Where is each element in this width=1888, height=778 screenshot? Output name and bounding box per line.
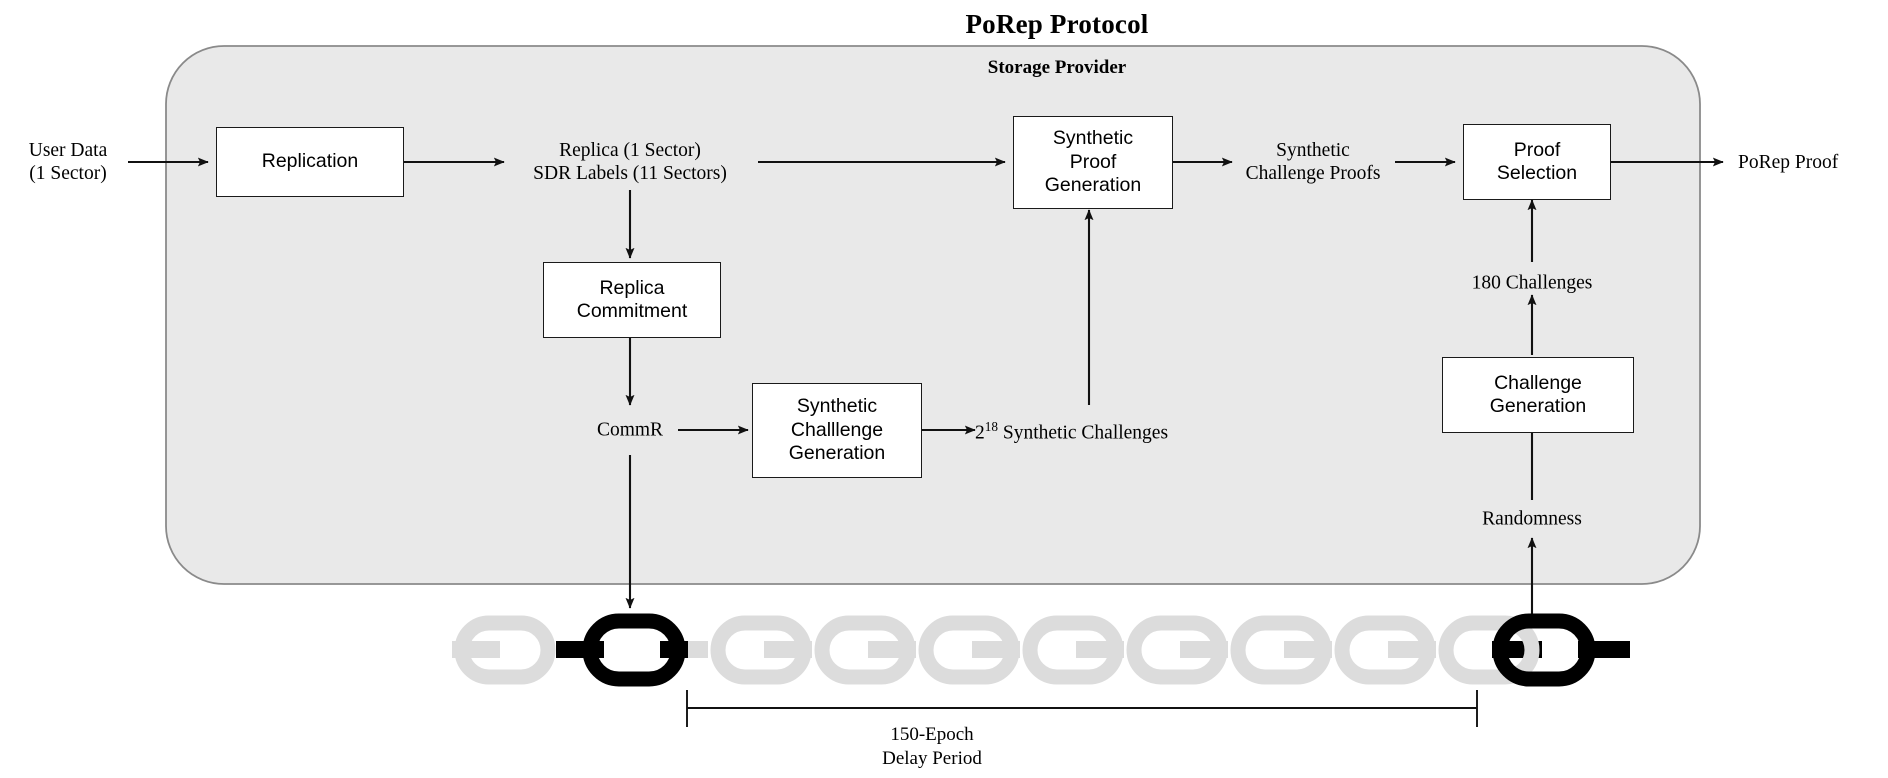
challenges-exponent: 18 [984,419,998,434]
flow-label-commr: CommR [596,419,664,441]
synth-proof-gen-line-2: Proof [1069,150,1117,173]
page-title: PoRep Protocol [965,9,1149,39]
process-box-proof-selection[interactable]: Proof Selection [1463,124,1611,200]
challenge-generation-line-1: Challenge [1494,371,1582,394]
synth-proof-gen-line-1: Synthetic [1052,127,1134,150]
input-user-data: User Data (1 Sector) [0,139,143,185]
storage-provider-label: Storage Provider [987,57,1127,78]
flow-label-replica-sdr: Replica (1 Sector) SDR Labels (11 Sector… [500,139,760,185]
synth-chal-gen-line-3: Generation [788,442,886,465]
process-box-replica-commitment[interactable]: Replica Commitment [543,262,721,338]
delay-line-1: 150-Epoch [890,724,974,745]
replica-line-2: SDR Labels (11 Sectors) [533,163,727,184]
synth-chal-proofs-line-1: Synthetic [1276,140,1350,161]
flow-label-180-challenges: 180 Challenges [1471,272,1593,294]
challenges-base: 2 [975,422,985,444]
replica-line-1: Replica (1 Sector) [559,140,701,161]
storage-provider-container [165,45,1701,585]
flow-label-randomness: Randomness [1482,508,1582,530]
blockchain-chain [452,613,1630,687]
replica-commitment-line-1: Replica [599,276,665,299]
process-box-replication[interactable]: Replication [216,127,404,197]
flow-label-synthetic-challenges-count: 218 Synthetic Challenges [975,419,1168,445]
proof-selection-line-1: Proof [1513,138,1561,161]
synth-chal-gen-line-2: Challlenge [790,418,884,441]
flow-label-synthetic-challenge-proofs: Synthetic Challenge Proofs [1188,139,1438,185]
delay-period-bracket [686,690,1478,727]
proof-selection-line-2: Selection [1496,162,1578,184]
process-box-synthetic-challenge-generation[interactable]: Synthetic Challlenge Generation [752,383,922,478]
replication-label: Replication [261,150,359,173]
output-porep-proof: PoRep Proof [1738,152,1839,173]
synth-chal-gen-line-1: Synthetic [796,395,878,418]
synth-chal-proofs-line-2: Challenge Proofs [1245,163,1381,184]
delay-period-caption: 150-Epoch Delay Period [782,723,1082,771]
chain-link-highlight-end [1492,613,1596,687]
replica-commitment-line-2: Commitment [576,300,688,322]
user-data-line-2: (1 Sector) [29,163,107,184]
synth-proof-gen-line-3: Generation [1044,174,1142,197]
chain-link-highlight-start [582,613,686,687]
challenges-rest: Synthetic Challenges [998,422,1169,444]
challenge-generation-line-2: Generation [1489,395,1587,417]
process-box-synthetic-proof-generation[interactable]: Synthetic Proof Generation [1013,116,1173,209]
user-data-line-1: User Data [28,140,108,161]
delay-line-2: Delay Period [882,747,982,769]
process-box-challenge-generation[interactable]: Challenge Generation [1442,357,1634,433]
